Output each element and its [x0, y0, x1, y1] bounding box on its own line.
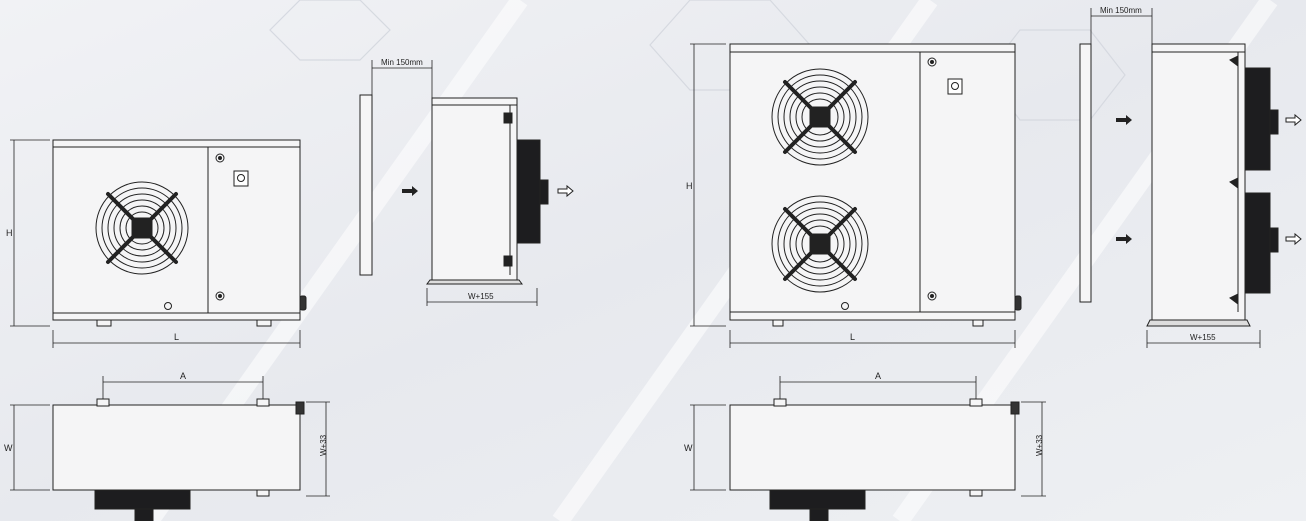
unit-small-dimensions	[10, 139, 301, 348]
fan-guard-icon	[771, 68, 869, 166]
dim-h-label-small: H	[6, 228, 13, 238]
unit-large-front-view	[729, 43, 1022, 327]
clearance-label-large: Min 150mm	[1100, 6, 1142, 15]
bolt-icon	[164, 153, 225, 310]
unit-small-front-view	[52, 139, 307, 327]
dim-a-label-small: A	[180, 371, 186, 381]
dim-a-label-large: A	[875, 371, 881, 381]
bolt-icon	[841, 57, 937, 310]
unit-large-top-dimensions	[690, 376, 1046, 497]
dim-w33-label-large: W+33	[1035, 434, 1044, 456]
unit-large-side-dimensions	[1090, 8, 1261, 348]
dim-w-label-large: W	[684, 443, 693, 453]
dim-l-label-large: L	[850, 332, 855, 342]
switch-icon	[947, 78, 963, 95]
switch-icon	[233, 170, 249, 187]
unit-small-top-dimensions	[10, 376, 330, 497]
dim-l-label-small: L	[174, 332, 179, 342]
unit-small-top-view	[52, 398, 305, 521]
unit-large-dimensions	[690, 43, 1016, 348]
unit-small-side-view	[359, 94, 574, 285]
dim-w-label-small: W	[4, 443, 13, 453]
fan-guard-icon	[95, 181, 189, 275]
depth-label-small: W+155	[468, 292, 494, 301]
airflow-arrow-icon	[1116, 113, 1302, 246]
dim-w33-label-small: W+33	[319, 434, 328, 456]
unit-large-top-view	[729, 398, 1020, 521]
airflow-arrow-icon	[402, 184, 574, 198]
clearance-label-small: Min 150mm	[381, 58, 423, 67]
dim-h-label-large: H	[686, 181, 693, 191]
unit-small-side-dimensions	[371, 60, 538, 306]
unit-large-side-view	[1079, 43, 1302, 327]
fan-guard-icon	[771, 195, 869, 293]
depth-label-large: W+155	[1190, 333, 1216, 342]
